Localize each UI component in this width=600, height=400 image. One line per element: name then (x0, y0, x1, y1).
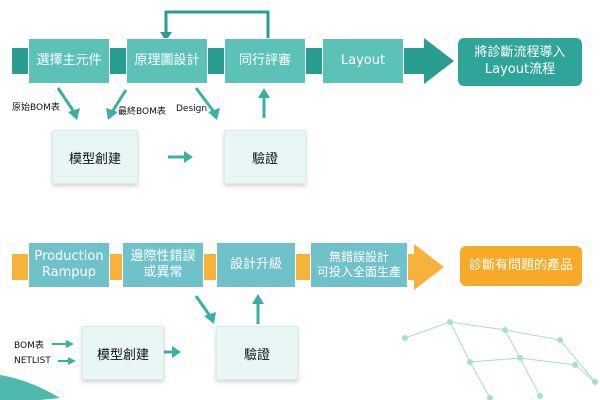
top-arrow-3 (194, 87, 216, 113)
top-arrow-1 (56, 87, 76, 113)
bottom-verification: 驗證 (216, 326, 298, 380)
step-schematic-design: 原理圖設計 (126, 38, 208, 84)
top-arrowhead-2 (106, 108, 118, 120)
bottom-result: 診斷有問題的產品 (460, 246, 582, 286)
top-feedback-loop (164, 10, 270, 40)
netlist-input-arrowhead (68, 357, 76, 365)
bottom-arrow-diag (194, 295, 212, 317)
label-netlist: NETLIST (14, 356, 51, 366)
step-select-components: 選擇主元件 (28, 38, 110, 84)
bottom-model-creation: 模型創建 (82, 326, 164, 380)
step-peer-review: 同行評審 (224, 38, 306, 84)
step-layout: Layout (322, 38, 404, 84)
top-feedback-arrowhead (160, 32, 172, 41)
label-design: Design (176, 104, 208, 114)
top-verification: 驗證 (224, 130, 306, 184)
network-decoration (402, 319, 598, 400)
bottom-arrowhead-right (172, 346, 181, 358)
teal-swoosh (0, 375, 60, 400)
top-arrow-2 (110, 89, 128, 113)
step-error-free-design: 無錯誤設計 可投入全面生產 (310, 242, 408, 288)
top-flow-arrowhead (424, 38, 454, 84)
label-original-bom: 原始BOM表 (12, 103, 60, 113)
top-model-creation: 模型創建 (52, 130, 138, 184)
bottom-arrowhead-diag (204, 312, 216, 324)
label-final-bom: 最終BOM表 (118, 107, 166, 117)
bottom-flow-arrowhead (414, 244, 444, 290)
top-arrowhead-1 (68, 108, 80, 120)
top-result: 將診斷流程導入 Layout流程 (458, 38, 582, 86)
step-production-rampup: Production Rampup (28, 242, 110, 288)
top-arrowhead-3 (208, 108, 220, 120)
bottom-arrowhead-up (252, 294, 264, 304)
step-marginal-errors: 邊際性錯誤 或異常 (122, 242, 204, 288)
bom-input-arrowhead (66, 340, 74, 348)
step-design-upgrade: 設計升級 (216, 242, 296, 288)
label-bom: BOM表 (14, 341, 44, 351)
top-arrowhead-right (184, 151, 193, 163)
top-arrowhead-up (258, 88, 270, 98)
